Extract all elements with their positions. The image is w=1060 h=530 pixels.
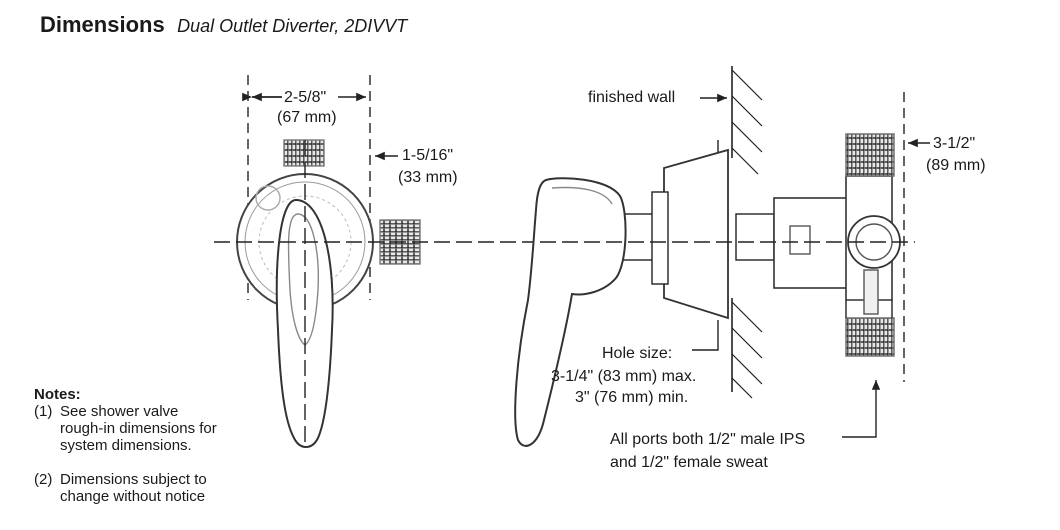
hole-size-max: 3-1/4" (83 mm) max. bbox=[551, 368, 697, 385]
ports-label-line2: and 1/2" female sweat bbox=[610, 454, 768, 471]
side-handle-highlight bbox=[551, 186, 613, 205]
note-item: (2) Dimensions subject to change without… bbox=[34, 471, 217, 505]
page-title: Dimensions Dual Outlet Diverter, 2DIVVT bbox=[40, 12, 407, 38]
depth-dimension-fraction: 1-5/16" bbox=[402, 147, 454, 164]
hole-size-min: 3" (76 mm) min. bbox=[575, 389, 689, 406]
title-subtitle: Dual Outlet Diverter, 2DIVVT bbox=[177, 16, 408, 36]
depth-dimension-mm: (33 mm) bbox=[398, 169, 458, 186]
side-view bbox=[514, 66, 930, 447]
diverter-body bbox=[773, 197, 855, 289]
valve-bonnet bbox=[735, 213, 775, 261]
note-text: See shower valve rough-in dimensions for… bbox=[60, 403, 217, 454]
side-bottom-port bbox=[845, 317, 895, 357]
ports-leader bbox=[842, 380, 881, 438]
note-text: Dimensions subject to change without not… bbox=[60, 471, 207, 505]
notes-block: Notes: (1) See shower valve rough-in dim… bbox=[34, 386, 217, 505]
finished-wall-label: finished wall bbox=[588, 89, 676, 106]
top-port bbox=[283, 139, 325, 167]
note-item: (1) See shower valve rough-in dimensions… bbox=[34, 403, 217, 454]
title-main: Dimensions bbox=[40, 12, 165, 37]
spacer-ring bbox=[651, 191, 669, 285]
width-dimension-fraction: 2-5/8" bbox=[284, 89, 327, 106]
trim-profile bbox=[663, 148, 729, 320]
notes-heading: Notes: bbox=[34, 386, 81, 403]
mounting-boss bbox=[255, 185, 281, 211]
body-slot bbox=[789, 225, 811, 255]
width-dimension-mm: (67 mm) bbox=[277, 109, 337, 126]
note-number: (2) bbox=[34, 471, 53, 488]
front-view bbox=[214, 75, 540, 448]
wall-hatching bbox=[731, 69, 763, 399]
side-handle bbox=[514, 177, 627, 447]
hole-size-leader bbox=[692, 320, 719, 351]
ports-label-line1: All ports both 1/2" male IPS bbox=[610, 431, 806, 448]
note-number: (1) bbox=[34, 403, 53, 420]
body-dimension-fraction: 3-1/2" bbox=[933, 135, 976, 152]
side-top-port bbox=[845, 133, 895, 177]
hole-size-label: Hole size: bbox=[602, 345, 673, 362]
body-dimension-mm: (89 mm) bbox=[926, 157, 986, 174]
body-rib bbox=[863, 269, 879, 315]
